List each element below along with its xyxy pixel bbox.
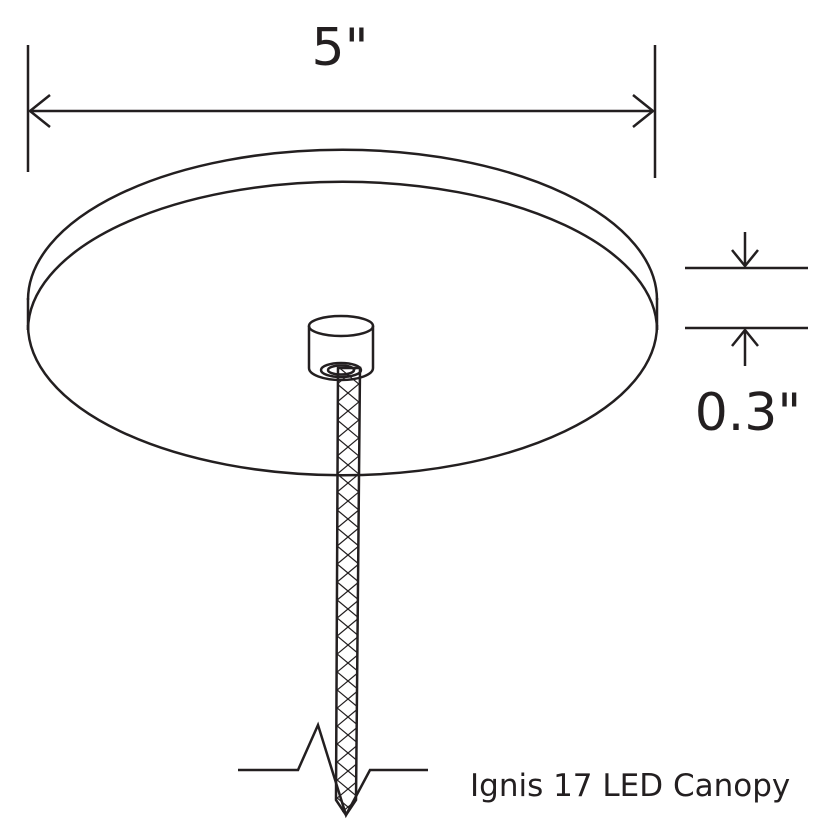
hatch-line: [336, 368, 360, 391]
canopy-bottom: [26, 324, 659, 477]
hatch-line: [336, 575, 360, 607]
break-line: [238, 721, 428, 819]
hatch-line: [336, 665, 360, 697]
hatch-line: [336, 593, 360, 625]
canopy-top-outer: [26, 148, 659, 301]
hatch-line: [336, 647, 360, 679]
hatch-line: [336, 755, 360, 787]
hatch-line: [336, 737, 360, 769]
hatch-line: [336, 377, 360, 409]
hatch-line: [336, 791, 360, 815]
hatch-line: [336, 629, 360, 661]
hatch-line: [330, 828, 366, 835]
arrow-up-icon: [731, 328, 759, 347]
hatch-line: [336, 521, 360, 553]
hatch-line: [336, 557, 360, 589]
canopy-top-inner: [26, 180, 659, 331]
hatch-line: [336, 485, 360, 517]
height-label: 0.3": [695, 383, 802, 443]
arrow-down-icon: [731, 249, 759, 268]
hatch-line: [336, 539, 360, 571]
arrow-right-icon: [632, 94, 656, 128]
hatch-line: [336, 611, 360, 643]
caption: Ignis 17 LED Canopy: [470, 768, 790, 804]
hatch-line: [336, 449, 360, 481]
hatch-line: [336, 503, 360, 535]
hatch-line: [336, 431, 360, 463]
arrow-left-icon: [27, 94, 51, 128]
width-label: 5": [311, 18, 368, 78]
hatch-line: [336, 683, 360, 715]
hatch-line: [336, 701, 360, 733]
hatch-line: [336, 413, 360, 445]
hatch-line: [330, 828, 366, 835]
hatch-line: [336, 395, 360, 427]
hatch-line: [336, 719, 360, 751]
nub-top: [307, 314, 375, 338]
nub-body: [307, 326, 375, 382]
hatch-line: [336, 467, 360, 499]
cord-braid-hatch: [330, 368, 366, 835]
hatch-line: [336, 773, 360, 805]
